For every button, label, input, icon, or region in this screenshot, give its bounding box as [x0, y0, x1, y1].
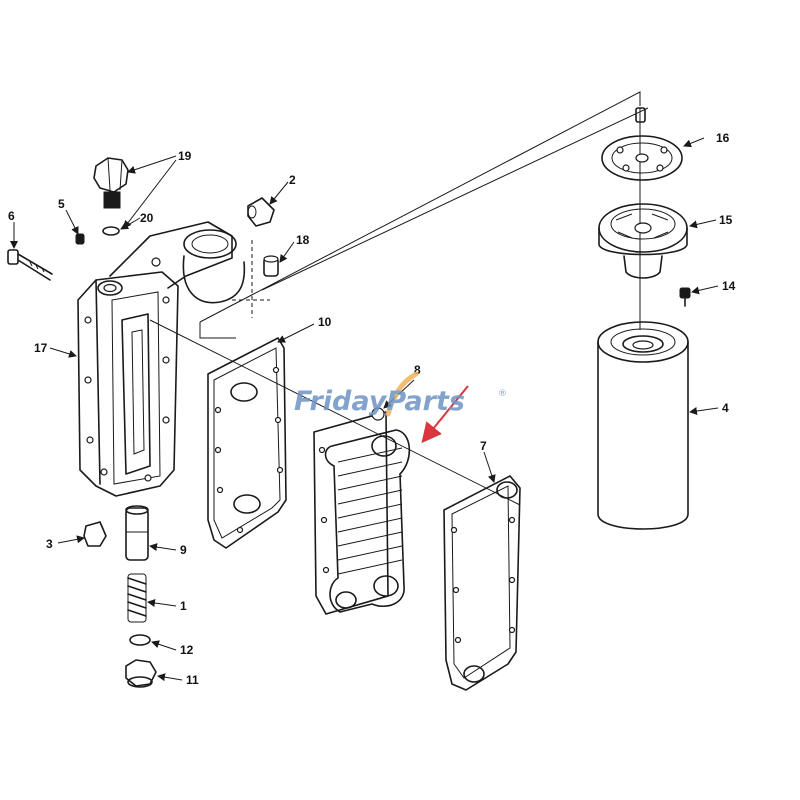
callout-20: 20 — [140, 211, 154, 225]
callout-12: 12 — [180, 643, 194, 657]
callout-4: 4 — [722, 401, 729, 415]
callout-7: 7 — [480, 439, 487, 453]
callout-14: 14 — [722, 279, 736, 293]
plug-lower — [83, 521, 107, 547]
oil-cooler-core — [313, 407, 411, 615]
filter-head-housing — [77, 221, 246, 497]
o-ring-lower — [129, 634, 151, 646]
callout-18: 18 — [296, 233, 310, 247]
valve-spring — [127, 573, 147, 623]
filter-adapter — [598, 203, 688, 279]
callout-1: 1 — [180, 599, 187, 613]
oil-filter-canister — [597, 321, 689, 530]
leader-lines — [10, 137, 719, 682]
cooler-gasket-rear — [207, 337, 287, 549]
cooler-gasket-front — [443, 475, 521, 691]
callout-17: 17 — [34, 341, 48, 355]
callout-9: 9 — [180, 543, 187, 557]
small-fitting — [75, 233, 85, 245]
assembly-centerlines — [149, 91, 649, 506]
watermark-registered-mark: ® — [498, 389, 507, 399]
callout-3: 3 — [46, 537, 53, 551]
relief-valve-plunger — [125, 505, 149, 561]
callout-11: 11 — [186, 673, 199, 687]
callout-16: 16 — [716, 131, 730, 145]
long-bolt — [7, 249, 53, 281]
callout-labels: 19 20 2 5 6 18 17 10 8 7 16 15 14 4 3 9 … — [8, 131, 736, 687]
callout-19: 19 — [178, 149, 192, 163]
callout-5: 5 — [58, 197, 65, 211]
small-bolt — [679, 287, 691, 307]
watermark-logo: FridayParts ® — [294, 371, 507, 417]
highlight-arrow — [421, 385, 469, 444]
o-ring-small — [102, 226, 120, 236]
watermark-word-parts: Parts — [386, 386, 465, 417]
filter-head-cap — [601, 107, 683, 181]
callout-10: 10 — [318, 315, 332, 329]
drain-plug — [125, 659, 157, 688]
callout-6: 6 — [8, 209, 15, 223]
svg-text:FridayParts: FridayParts — [294, 386, 465, 417]
callout-8: 8 — [414, 363, 421, 377]
drain-fitting — [263, 255, 279, 277]
watermark-word-friday: Friday — [294, 386, 388, 417]
pipe-plug — [247, 197, 275, 227]
callout-2: 2 — [289, 173, 296, 187]
hex-bolt — [93, 157, 129, 209]
callout-15: 15 — [719, 213, 733, 227]
